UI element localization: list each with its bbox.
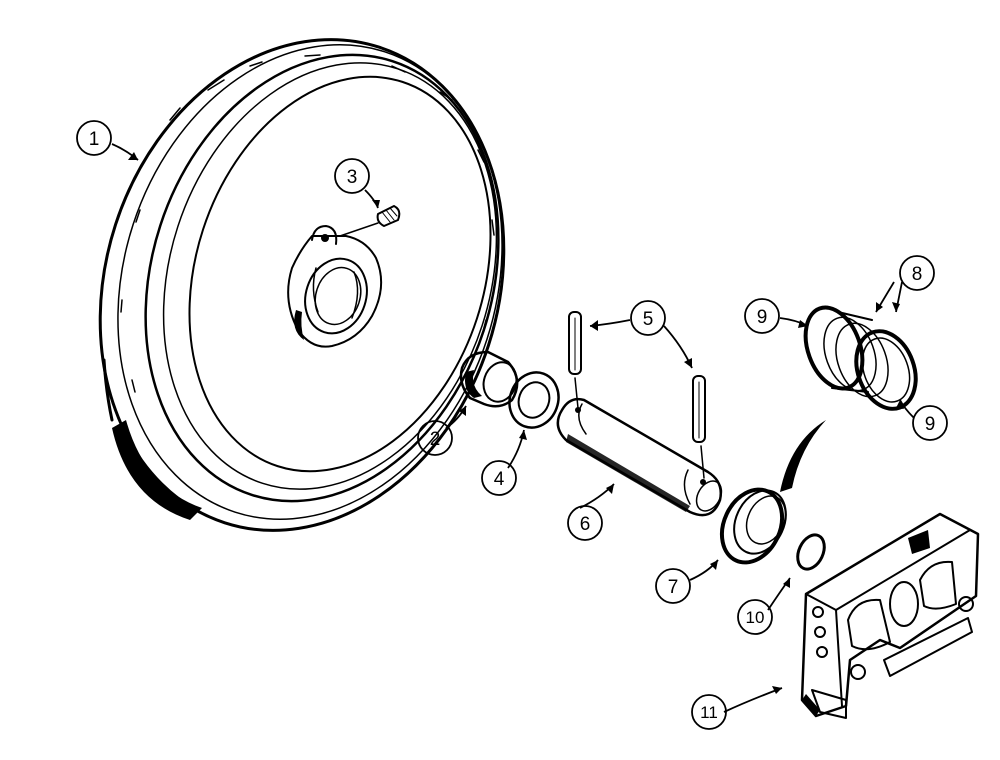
- callout-9-right: 9: [912, 405, 948, 441]
- arrowheads: [128, 152, 904, 694]
- idler-hub: [287, 225, 383, 348]
- svg-text:2: 2: [430, 429, 441, 450]
- callout-4: 4: [481, 460, 517, 496]
- svg-text:5: 5: [643, 309, 654, 330]
- svg-text:6: 6: [580, 514, 591, 535]
- svg-text:3: 3: [347, 167, 358, 188]
- callout-9-left: 9: [744, 298, 780, 334]
- svg-text:8: 8: [912, 264, 923, 285]
- thrust-washer: [508, 371, 560, 429]
- bushing: [459, 350, 519, 408]
- roll-pin-2: [692, 375, 706, 443]
- callout-8: 8: [899, 255, 935, 291]
- seal-assembly: [719, 487, 787, 565]
- svg-text:4: 4: [494, 469, 505, 490]
- plug: [376, 205, 401, 227]
- callout-5: 5: [630, 300, 666, 336]
- leader-lines: [111, 143, 915, 713]
- shaft: [556, 397, 723, 517]
- callout-3: 3: [334, 158, 370, 194]
- seal-detail: [803, 305, 918, 411]
- callout-10: 10: [737, 599, 773, 635]
- o-ring: [796, 533, 826, 571]
- svg-text:9: 9: [757, 307, 768, 328]
- yoke: [800, 512, 980, 719]
- callout-2: 2: [417, 420, 453, 456]
- svg-text:10: 10: [746, 608, 765, 627]
- callout-11: 11: [691, 694, 727, 730]
- svg-text:9: 9: [925, 414, 936, 435]
- svg-text:1: 1: [89, 129, 100, 150]
- detail-pointer: [780, 420, 826, 492]
- idler-wheel: [98, 38, 506, 532]
- svg-text:7: 7: [668, 577, 679, 598]
- callout-6: 6: [567, 505, 603, 541]
- svg-text:11: 11: [700, 703, 718, 722]
- callout-7: 7: [655, 568, 691, 604]
- callout-1: 1: [76, 120, 112, 156]
- roll-pin-1: [568, 311, 582, 375]
